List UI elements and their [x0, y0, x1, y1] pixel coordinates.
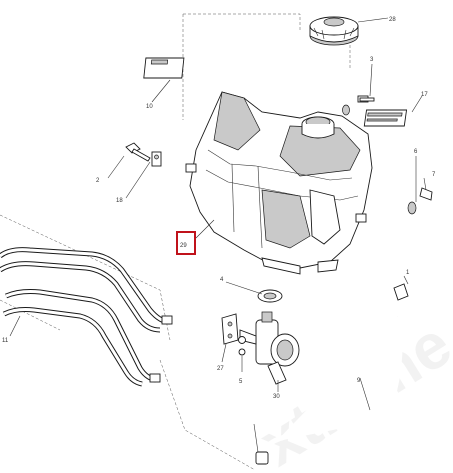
- callout-labels: 28 10 3 17 2 18 6 29 11 4 1 27 5 30 9 7: [2, 17, 436, 400]
- callout-10[interactable]: 10: [146, 104, 153, 110]
- callout-17[interactable]: 17: [421, 92, 428, 98]
- callout-3[interactable]: 3: [370, 57, 374, 63]
- fuel-lines-11[interactable]: [0, 247, 173, 387]
- fitting-1[interactable]: [393, 275, 409, 301]
- fuel-cap-icon[interactable]: [309, 16, 359, 46]
- label-decal-10[interactable]: [143, 57, 185, 79]
- fuel-tank-icon[interactable]: [185, 91, 373, 275]
- callout-27[interactable]: 27: [217, 366, 224, 372]
- clip-18[interactable]: [151, 151, 162, 167]
- callout-7[interactable]: 7: [432, 172, 436, 178]
- callout-28[interactable]: 28: [389, 17, 396, 23]
- label-decal-17[interactable]: [363, 109, 408, 127]
- bolt-7[interactable]: [407, 187, 433, 215]
- callout-18[interactable]: 18: [116, 198, 123, 204]
- grommet-4[interactable]: [257, 289, 283, 303]
- highlight-box-29[interactable]: [176, 231, 196, 255]
- washer-5[interactable]: [238, 336, 246, 356]
- callout-30[interactable]: 30: [273, 394, 280, 400]
- bolt-3[interactable]: [342, 95, 375, 116]
- callout-1[interactable]: 1: [406, 270, 410, 276]
- callout-4[interactable]: 4: [220, 277, 224, 283]
- callout-9[interactable]: 9: [357, 378, 361, 384]
- callout-5[interactable]: 5: [239, 379, 243, 385]
- bracket-27[interactable]: [221, 313, 239, 345]
- callout-29[interactable]: 29: [180, 243, 187, 249]
- callout-6[interactable]: 6: [414, 149, 418, 155]
- bolt-2[interactable]: [125, 142, 151, 162]
- callout-2[interactable]: 2: [96, 178, 100, 184]
- fuel-hose-icon[interactable]: [255, 315, 403, 465]
- leader-lines: [9, 17, 427, 453]
- callout-11[interactable]: 11: [2, 338, 9, 344]
- fuel-pump-icon[interactable]: [239, 311, 300, 385]
